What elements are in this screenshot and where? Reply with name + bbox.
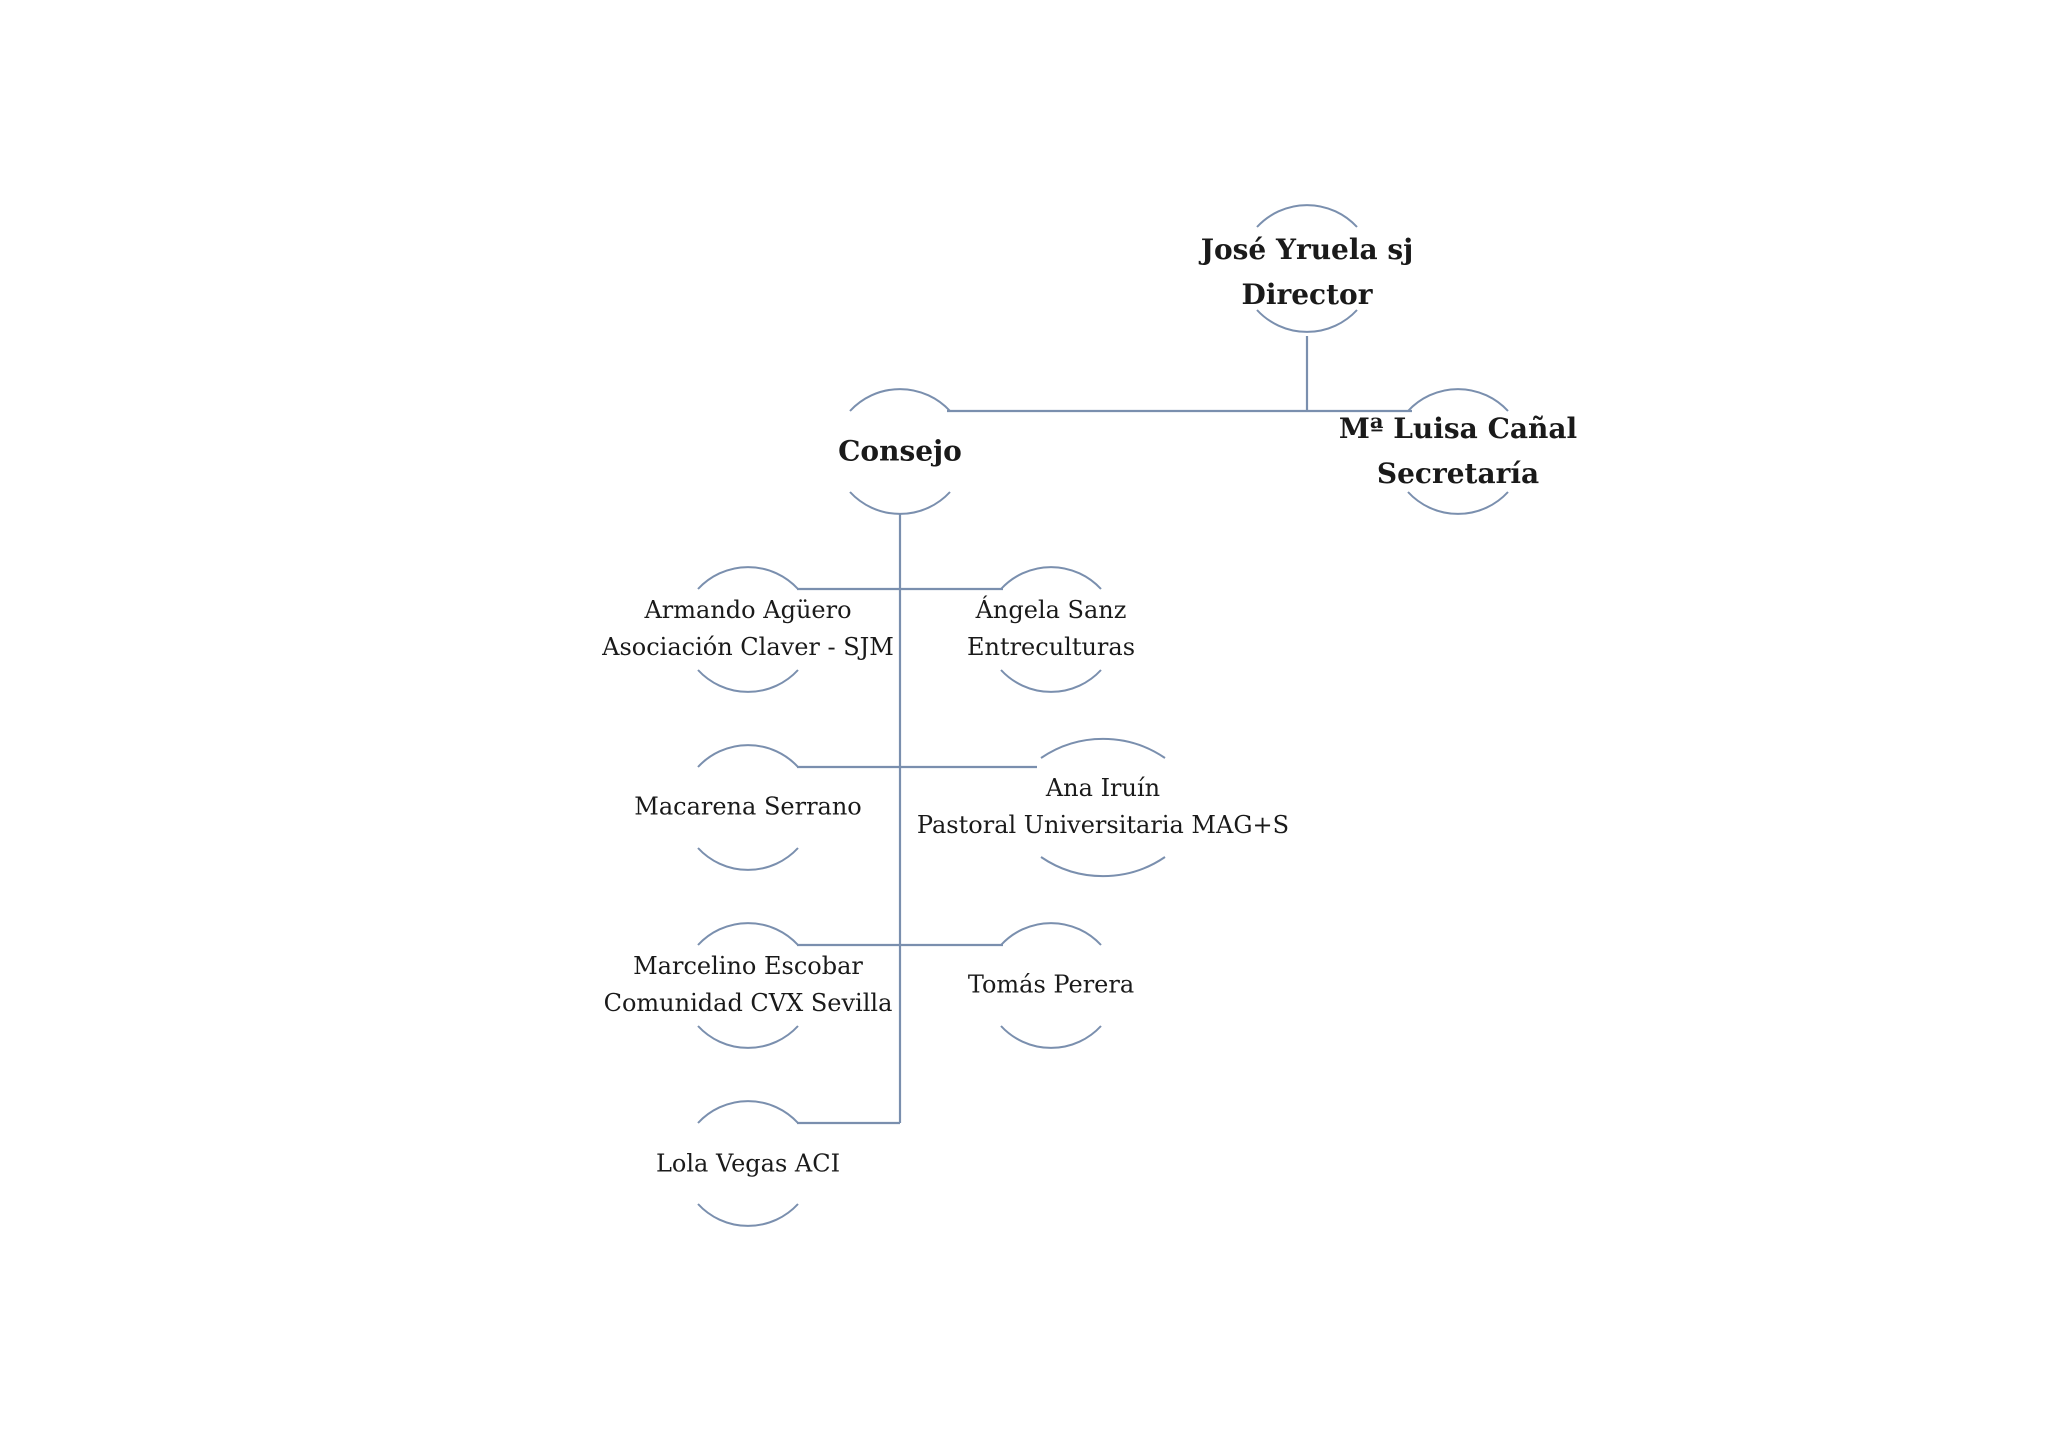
- node-ana-shape: [1040, 737, 1166, 878]
- node-secretaria-role: Secretaría: [1376, 457, 1540, 490]
- node-consejo-shape: [849, 388, 951, 515]
- node-secretaria-name: Mª Luisa Cañal: [1338, 412, 1578, 445]
- node-director-shape: [1256, 204, 1358, 333]
- node-angela: Ángela Sanz Entreculturas: [967, 592, 1135, 666]
- node-director-role: Director: [1241, 278, 1373, 311]
- node-marcelino-name: Marcelino Escobar: [633, 952, 863, 980]
- node-director: José Yruela sj Director: [1201, 227, 1414, 317]
- node-tomas-shape: [1000, 922, 1102, 1049]
- node-consejo-name: Consejo: [838, 434, 962, 468]
- node-secretaria-shape: [1407, 388, 1509, 515]
- node-lola-shape: [697, 1100, 799, 1227]
- node-angela-org: Entreculturas: [966, 633, 1136, 661]
- node-director-name: José Yruela sj: [1200, 233, 1414, 266]
- node-armando-org: Asociación Claver - SJM: [602, 633, 894, 661]
- node-marcelino: Marcelino Escobar Comunidad CVX Sevilla: [604, 948, 893, 1022]
- node-armando-shape: [697, 566, 799, 693]
- node-macarena-shape: [697, 744, 799, 871]
- node-macarena: Macarena Serrano: [634, 789, 862, 826]
- node-ana-name: Ana Iruín: [1045, 774, 1161, 802]
- node-armando: Armando Agüero Asociación Claver - SJM: [602, 592, 894, 666]
- node-secretaria: Mª Luisa Cañal Secretaría: [1339, 406, 1577, 496]
- node-tomas-name: Tomás Perera: [967, 970, 1135, 999]
- node-angela-name: Ángela Sanz: [975, 596, 1127, 624]
- node-lola: Lola Vegas ACI: [656, 1146, 840, 1183]
- node-ana-org: Pastoral Universitaria MAG+S: [916, 811, 1290, 839]
- node-marcelino-shape: [697, 922, 799, 1049]
- node-ana: Ana Iruín Pastoral Universitaria MAG+S: [917, 770, 1289, 844]
- node-angela-shape: [1000, 566, 1102, 693]
- node-lola-name: Lola Vegas ACI: [655, 1149, 841, 1178]
- node-tomas: Tomás Perera: [968, 967, 1134, 1004]
- node-armando-name: Armando Agüero: [644, 596, 852, 624]
- connector-lines: [797, 336, 1412, 1125]
- node-consejo: Consejo: [838, 429, 962, 474]
- node-arcs: [697, 204, 1509, 1227]
- node-marcelino-org: Comunidad CVX Sevilla: [603, 989, 893, 1017]
- node-macarena-name: Macarena Serrano: [634, 792, 862, 821]
